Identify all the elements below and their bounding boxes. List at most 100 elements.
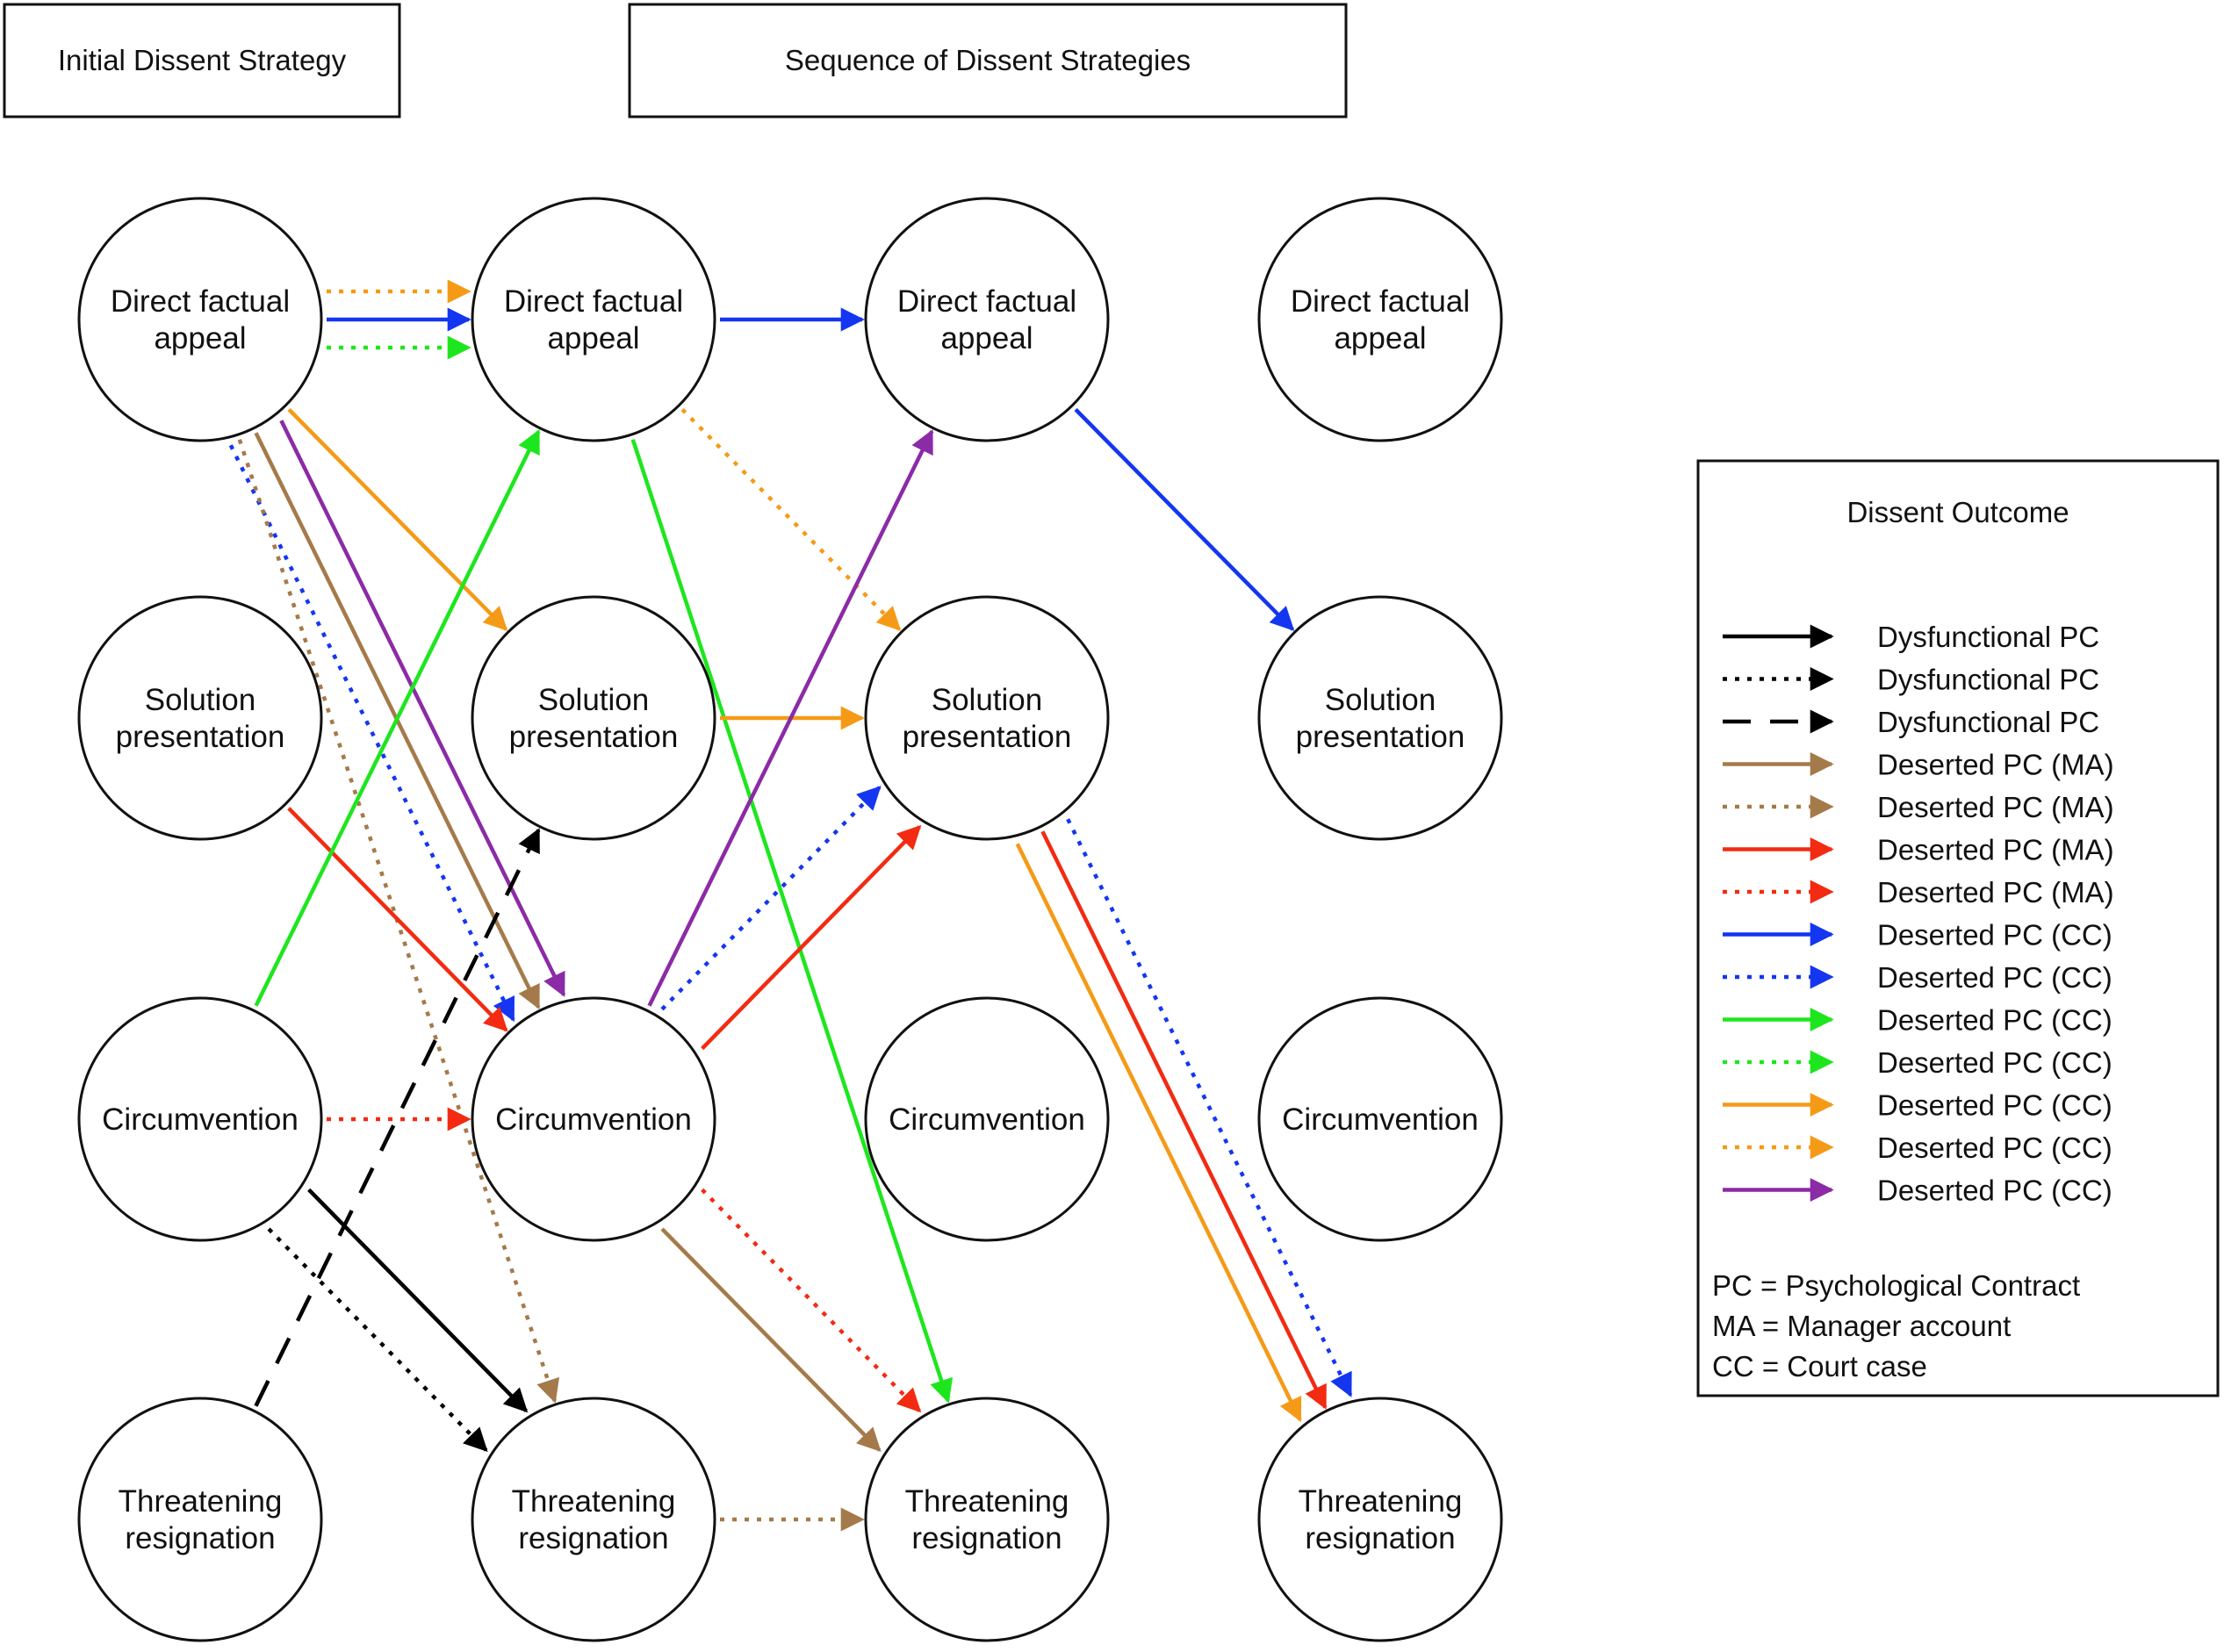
legend-item-red-solid: Deserted PC (MA) bbox=[1723, 834, 2114, 866]
legend-item-green-dotted: Deserted PC (CC) bbox=[1723, 1046, 2112, 1079]
node-label-line: resignation bbox=[911, 1521, 1062, 1555]
edge-c0-direct-to-c1-circ-blue-dotted bbox=[228, 444, 515, 1023]
node-circle bbox=[864, 197, 1110, 442]
header-sequence-strategies: Sequence of Dissent Strategies bbox=[628, 3, 1348, 119]
node-label-line: presentation bbox=[509, 720, 679, 754]
legend-note: PC = Psychological Contract bbox=[1712, 1269, 2080, 1302]
legend-item-orange-dotted: Deserted PC (CC) bbox=[1723, 1131, 2112, 1164]
node-label-line: resignation bbox=[518, 1521, 668, 1555]
edge-c0-circ-to-c1-direct-green-solid bbox=[254, 428, 541, 1007]
edge-c0-circ-to-c1-threat-black-dotted bbox=[267, 1227, 488, 1453]
legend-item-red-dotted: Deserted PC (MA) bbox=[1723, 876, 2114, 909]
legend-items: Dysfunctional PC Dysfunctional PC Dysfunct… bbox=[1723, 621, 2114, 1207]
node-circle bbox=[471, 595, 716, 841]
legend-item-label: Deserted PC (CC) bbox=[1877, 1174, 2112, 1207]
edge-c2-solution-to-c3-threat-orange-solid bbox=[1015, 843, 1302, 1423]
legend-item-orange-solid: Deserted PC (CC) bbox=[1723, 1089, 2112, 1122]
node-circle bbox=[864, 996, 1110, 1242]
node-circle bbox=[1257, 595, 1503, 841]
header-sequence-strategies-text: Sequence of Dissent Strategies bbox=[785, 44, 1191, 76]
node-circle bbox=[77, 1397, 323, 1642]
edge-c2-solution-to-c3-threat-red-solid bbox=[1040, 830, 1328, 1410]
node-label-line: appeal bbox=[1334, 321, 1426, 356]
node-label-line: appeal bbox=[154, 321, 246, 356]
node-label-line: Direct factual bbox=[504, 284, 683, 319]
node-label-line: Solution bbox=[1325, 683, 1436, 717]
edge-c1-direct-to-c2-solution-orange-dotted bbox=[680, 407, 902, 631]
node-circle bbox=[864, 1397, 1110, 1642]
edge-c0-direct-to-c1-solution-orange-solid bbox=[287, 407, 508, 631]
node-label-line: Circumvention bbox=[889, 1103, 1085, 1137]
edge-c1-direct-to-c2-threat-green-solid bbox=[630, 439, 954, 1404]
node-label-line: appeal bbox=[547, 321, 639, 356]
legend-item-label: Deserted PC (MA) bbox=[1877, 749, 2114, 781]
node-circle bbox=[77, 595, 323, 841]
edge-c1-circ-to-c2-threat-brown-solid bbox=[660, 1227, 882, 1453]
legend-item-black-dashed: Dysfunctional PC bbox=[1723, 706, 2099, 738]
node-label-line: Direct factual bbox=[897, 284, 1076, 319]
legend-item-label: Deserted PC (MA) bbox=[1877, 791, 2114, 823]
node-c0-circ: Circumvention bbox=[77, 996, 323, 1242]
node-c2-circ: Circumvention bbox=[864, 996, 1110, 1242]
node-label-line: Threatening bbox=[119, 1484, 283, 1519]
node-label-line: resignation bbox=[125, 1521, 275, 1555]
edge-c0-threat-to-c1-solution-black-dashed bbox=[254, 828, 541, 1407]
legend-item-brown-solid: Deserted PC (MA) bbox=[1723, 749, 2114, 781]
node-circle bbox=[77, 996, 323, 1242]
legend-item-blue-solid: Deserted PC (CC) bbox=[1723, 919, 2112, 952]
nodes-layer: Direct factualappealSolutionpresentation… bbox=[77, 197, 1503, 1642]
edge-c0-direct-to-c1-circ-purple-solid bbox=[279, 420, 566, 997]
node-label-line: Solution bbox=[932, 683, 1042, 717]
legend-item-black-dotted: Dysfunctional PC bbox=[1723, 664, 2099, 696]
node-label-line: Direct factual bbox=[111, 284, 290, 319]
legend-item-label: Deserted PC (CC) bbox=[1877, 919, 2112, 952]
legend-item-label: Deserted PC (CC) bbox=[1877, 1089, 2112, 1122]
edge-c1-circ-to-c2-direct-purple-solid bbox=[647, 428, 934, 1007]
node-label-line: appeal bbox=[940, 321, 1033, 356]
legend-notes: PC = Psychological Contract MA = Manager … bbox=[1712, 1269, 2080, 1383]
node-circle bbox=[471, 1397, 716, 1642]
legend-item-label: Deserted PC (CC) bbox=[1877, 1131, 2112, 1164]
header-initial-strategy-text: Initial Dissent Strategy bbox=[58, 44, 347, 76]
node-label-line: Solution bbox=[145, 683, 256, 717]
edge-c1-circ-to-c2-threat-red-dotted bbox=[701, 1188, 922, 1413]
node-circle bbox=[77, 197, 323, 442]
node-circle bbox=[864, 595, 1110, 841]
node-label-line: Threatening bbox=[512, 1484, 676, 1519]
node-label-line: Threatening bbox=[905, 1484, 1069, 1519]
node-circle bbox=[471, 996, 716, 1242]
legend-note: MA = Manager account bbox=[1712, 1310, 2011, 1342]
legend-item-label: Deserted PC (CC) bbox=[1877, 1004, 2112, 1037]
node-label-line: Direct factual bbox=[1291, 284, 1470, 319]
legend-item-label: Dysfunctional PC bbox=[1877, 664, 2099, 696]
legend-item-green-solid: Deserted PC (CC) bbox=[1723, 1004, 2112, 1037]
edge-c2-direct-to-c3-solution-blue-solid bbox=[1074, 407, 1295, 631]
legend-item-purple-solid: Deserted PC (CC) bbox=[1723, 1174, 2112, 1207]
node-label-line: presentation bbox=[1296, 720, 1465, 754]
node-label-line: Solution bbox=[538, 683, 649, 717]
edges-layer bbox=[228, 279, 1353, 1532]
legend-item-label: Deserted PC (MA) bbox=[1877, 876, 2114, 909]
legend-item-black-solid: Dysfunctional PC bbox=[1723, 621, 2099, 653]
node-label-line: Circumvention bbox=[102, 1103, 299, 1137]
node-circle bbox=[471, 197, 716, 442]
legend-note: CC = Court case bbox=[1712, 1350, 1927, 1383]
legend-item-label: Deserted PC (CC) bbox=[1877, 961, 2112, 994]
legend-item-brown-dotted: Deserted PC (MA) bbox=[1723, 791, 2114, 823]
node-label-line: Circumvention bbox=[1282, 1103, 1479, 1137]
node-circle bbox=[1257, 996, 1503, 1242]
edge-c0-solution-to-c1-circ-red-solid bbox=[287, 807, 508, 1032]
legend-item-label: Deserted PC (MA) bbox=[1877, 834, 2114, 866]
